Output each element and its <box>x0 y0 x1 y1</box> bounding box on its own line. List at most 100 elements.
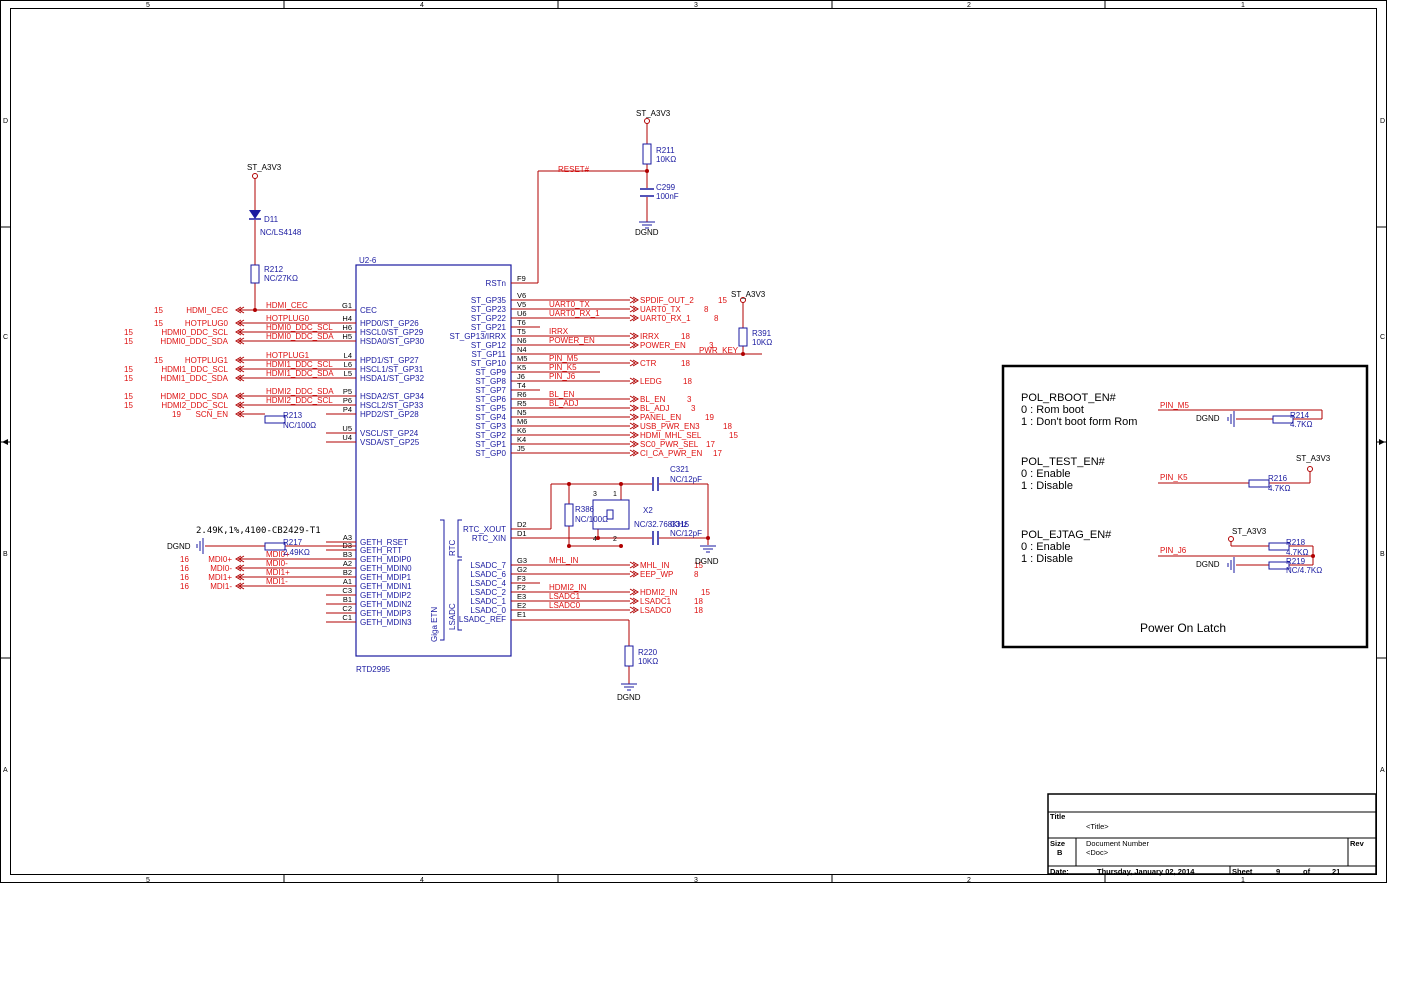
offpage-connector-icon <box>629 305 636 313</box>
net-label: PIN_K5 <box>549 363 577 372</box>
col-label: 4 <box>420 877 424 884</box>
port-label: PWR_KEY <box>699 346 739 355</box>
page-ref: 15 <box>701 588 710 597</box>
page-ref: 8 <box>704 305 709 314</box>
offpage-connector-icon <box>629 296 636 304</box>
offpage-connector-icon <box>632 296 639 304</box>
offpage-connector-icon <box>238 356 245 364</box>
page-ref: 15 <box>154 356 163 365</box>
net-label: HDMI1_DDC_SDA <box>266 369 334 378</box>
offpage-connector-icon <box>235 356 242 364</box>
latch-line: 0 : Enable <box>1021 468 1071 480</box>
size-value: B <box>1057 848 1063 857</box>
net-label: LSADC0 <box>549 601 581 610</box>
pin-name: HSDA2/ST_GP34 <box>360 392 425 401</box>
r212-ref: R212 <box>264 265 284 274</box>
r391-ref: R391 <box>752 329 772 338</box>
page-ref: 16 <box>180 564 189 573</box>
st-a3v3-label: ST_A3V3 <box>1232 527 1267 536</box>
net-label: MDI0+ <box>266 550 290 559</box>
page-ref: 15 <box>694 561 703 570</box>
offpage-connector-icon <box>632 395 639 403</box>
latch-circuit-1 <box>1158 409 1323 420</box>
port-label: USB_PWR_EN3 <box>640 422 700 431</box>
capacitor-icon <box>652 531 659 545</box>
pin-name: CEC <box>360 306 377 315</box>
power-port-circle <box>252 173 258 179</box>
latch-title: Power On Latch <box>1140 621 1226 635</box>
pin-number: N5 <box>517 408 527 417</box>
pin-num: 2 <box>613 536 617 543</box>
dgnd-label: DGND <box>695 557 719 566</box>
port-label: HDMI0_DDC_SDA <box>160 337 228 346</box>
offpage-connector-icon <box>632 359 639 367</box>
offpage-connector-icon <box>235 337 242 345</box>
port-label: HDMI2_IN <box>640 588 678 597</box>
latch-box <box>1001 364 1369 649</box>
pin-number: P5 <box>343 387 352 396</box>
latch-line: 1 : Don't boot form Rom <box>1021 416 1137 428</box>
pin-name: ST_GP11 <box>471 350 506 359</box>
offpage-connector-icon <box>632 449 639 457</box>
pin-number: T4 <box>517 381 526 390</box>
pin-number: B3 <box>343 550 352 559</box>
offpage-connector-icon <box>632 332 639 340</box>
port-label: CTR <box>640 359 657 368</box>
offpage-connector-icon <box>629 570 636 578</box>
net-label: HOTPLUG0 <box>266 314 310 323</box>
of-label: of <box>1303 867 1311 876</box>
page-ref: 18 <box>694 606 703 615</box>
page-ref: 15 <box>124 374 133 383</box>
chip-ref: U2-6 <box>359 256 377 265</box>
offpage-connector-icon <box>629 359 636 367</box>
crystal-element-icon <box>606 509 614 520</box>
r212-value: NC/27KΩ <box>264 274 298 283</box>
pin-name: ST_GP13/IRRX <box>450 332 507 341</box>
pin-name: HSCL0/ST_GP29 <box>360 328 424 337</box>
r219-ref: R219 <box>1286 557 1306 566</box>
pin-number: H4 <box>342 314 352 323</box>
offpage-connector-icon <box>629 597 636 605</box>
pin-name: GETH_MDIN2 <box>360 600 412 609</box>
net-label: MDI1+ <box>266 568 290 577</box>
offpage-connector-icon <box>629 561 636 569</box>
latch-head: POL_TEST_EN# <box>1021 456 1106 468</box>
lsadc-bracket <box>457 559 462 631</box>
page-ref: 8 <box>694 570 699 579</box>
pin-number: E1 <box>517 610 526 619</box>
row-label: D <box>1380 118 1385 125</box>
latch-pin: PIN_K5 <box>1160 473 1188 482</box>
offpage-connector-icon <box>235 392 242 400</box>
sheet-total: 21 <box>1332 867 1340 876</box>
pin-name: HSDA1/ST_GP32 <box>360 374 425 383</box>
port-label: UART0_TX <box>640 305 681 314</box>
pin-number: G3 <box>517 556 527 565</box>
junction-dot <box>741 352 745 356</box>
docnum-label: Document Number <box>1086 839 1149 848</box>
port-label: HDMI0_DDC_SCL <box>161 328 228 337</box>
lsadc-ref-circuit <box>511 619 630 684</box>
pin-number: B2 <box>343 568 352 577</box>
port-label: POWER_EN <box>640 341 686 350</box>
pin-number: K6 <box>517 426 526 435</box>
offpage-connector-icon <box>632 422 639 430</box>
offpage-connector-icon <box>632 431 639 439</box>
pin-number: E3 <box>517 592 526 601</box>
port-label: MDI0- <box>210 564 232 573</box>
page-ref: 15 <box>124 392 133 401</box>
ground-icon <box>1227 411 1235 427</box>
latch-circuit-2 <box>1158 471 1311 484</box>
dgnd-label: DGND <box>617 693 641 702</box>
pin-name: LSADC_2 <box>470 588 506 597</box>
resistor-icon <box>1248 479 1270 488</box>
pin-name: ST_GP7 <box>475 386 506 395</box>
port-label: SPDIF_OUT_2 <box>640 296 694 305</box>
offpage-connector-icon <box>235 374 242 382</box>
resistor-icon <box>642 143 652 165</box>
r213-ref: R213 <box>283 411 303 420</box>
pin-number: T6 <box>517 318 526 327</box>
port-label: HDMI2_DDC_SDA <box>160 392 228 401</box>
page-ref: 18 <box>694 597 703 606</box>
page-ref: 15 <box>124 328 133 337</box>
